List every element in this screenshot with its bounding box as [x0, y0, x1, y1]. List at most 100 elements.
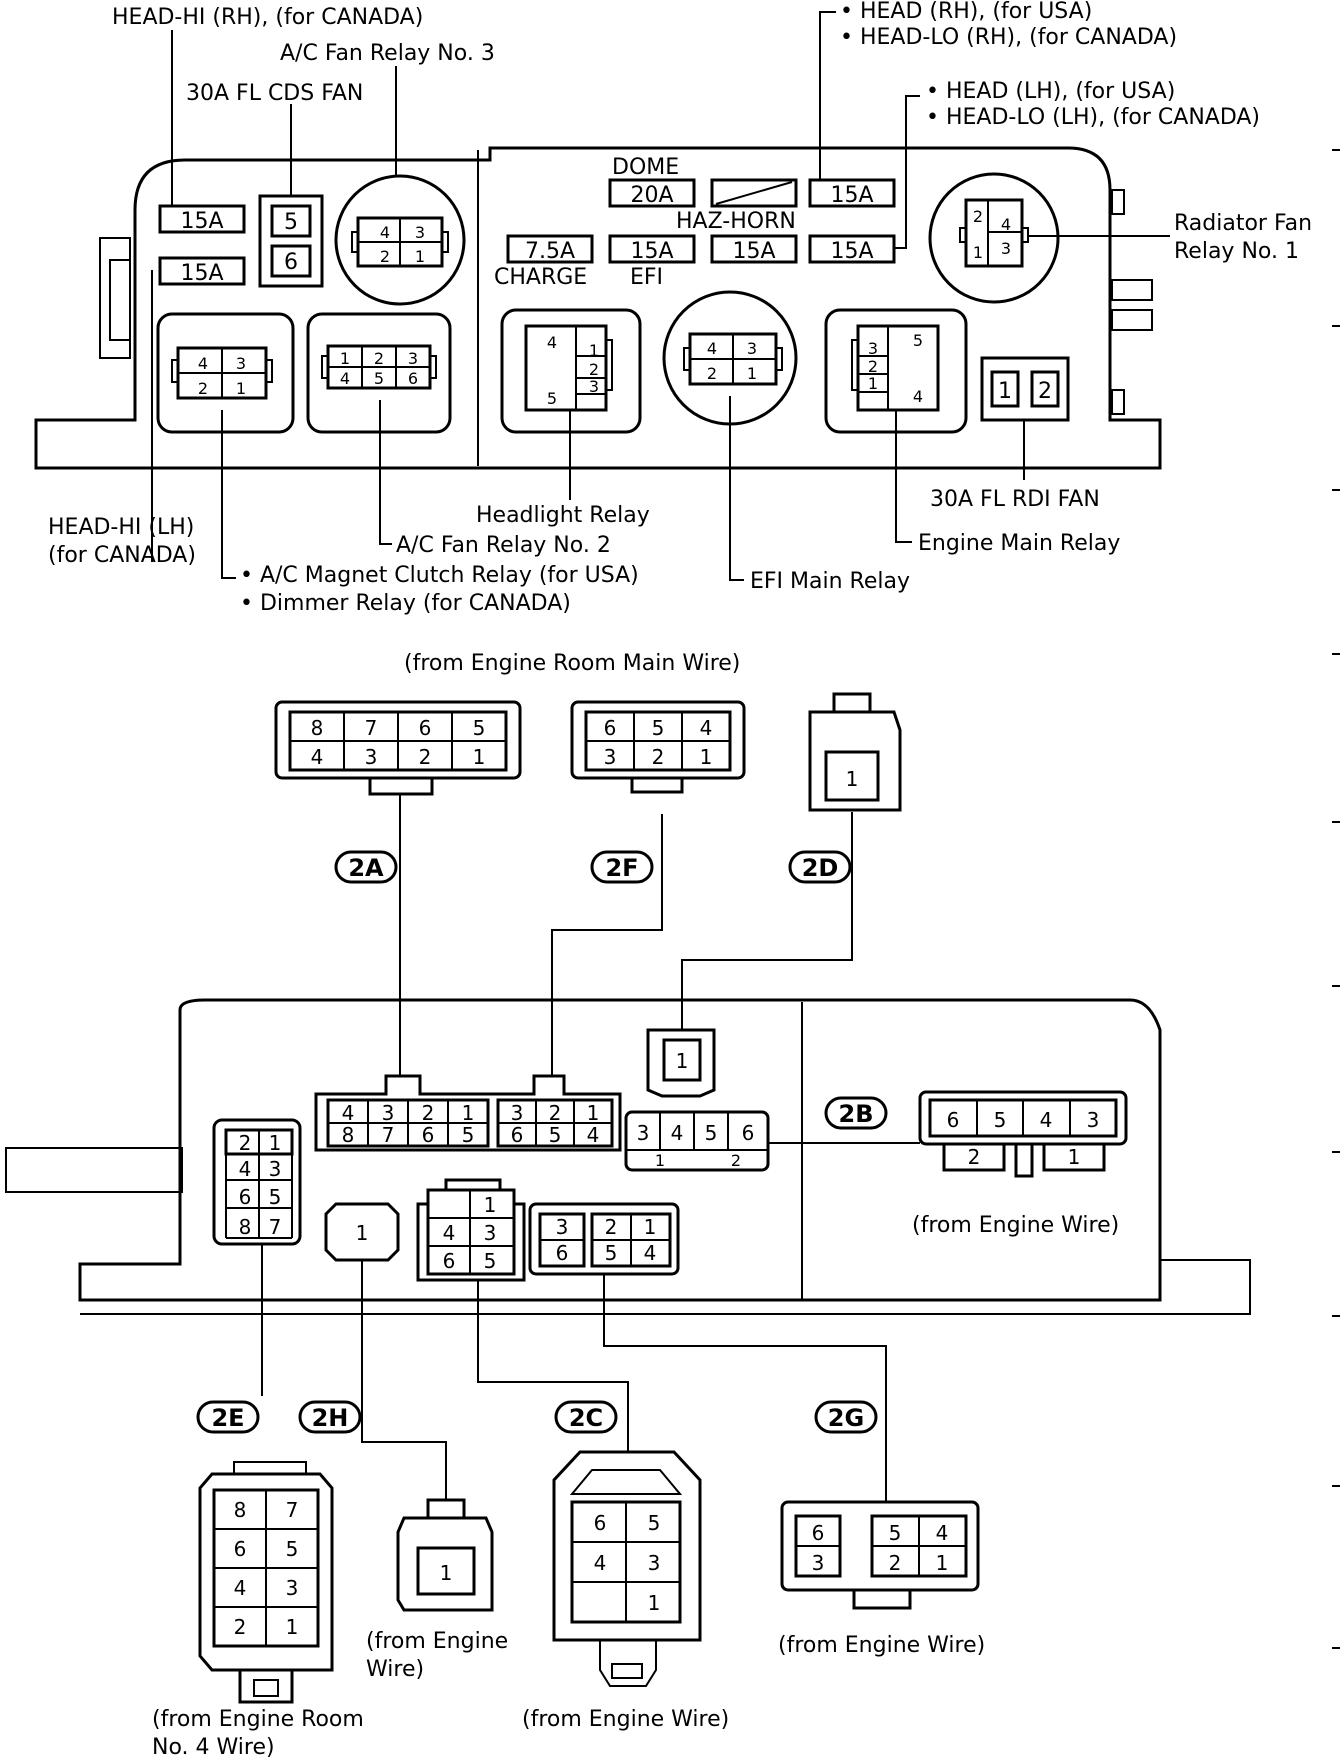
svg-text:7: 7 [286, 1498, 299, 1522]
svg-text:2F: 2F [605, 854, 638, 882]
svg-text:1: 1 [286, 1615, 299, 1639]
code-2b: 2B [824, 1096, 888, 1130]
upper-labels: HEAD-HI (RH), (for CANADA) A/C Fan Relay… [48, 0, 1312, 616]
svg-text:5: 5 [913, 331, 923, 350]
label-haz-horn: HAZ-HORN [676, 209, 796, 234]
svg-text:4: 4 [936, 1521, 949, 1545]
svg-text:5: 5 [286, 1537, 299, 1561]
upper-leader-lines [151, 11, 1170, 581]
svg-text:4: 4 [198, 354, 208, 373]
svg-text:3: 3 [382, 1101, 395, 1125]
fuse-spare [710, 178, 798, 208]
headlight-relay: 4 5 1 2 3 [500, 308, 642, 434]
label-charge: CHARGE [494, 265, 587, 290]
label-head-rh-usa: • HEAD (RH), (for USA) [840, 0, 1092, 24]
block-socket-2c: 1 4 3 6 5 [416, 1178, 526, 1282]
svg-text:6: 6 [511, 1123, 524, 1147]
svg-text:1: 1 [936, 1551, 949, 1575]
svg-text:3: 3 [637, 1121, 650, 1145]
label-2h-from-2: Wire) [366, 1657, 424, 1682]
svg-text:4: 4 [671, 1121, 684, 1145]
code-2a: 2A [334, 850, 398, 884]
svg-text:1: 1 [440, 1561, 453, 1585]
svg-text:2: 2 [868, 357, 878, 376]
svg-text:5: 5 [462, 1123, 475, 1147]
svg-text:1: 1 [269, 1131, 282, 1155]
svg-text:3: 3 [556, 1215, 569, 1239]
label-ac-fan-relay-2: A/C Fan Relay No. 2 [396, 533, 611, 558]
svg-text:2A: 2A [348, 854, 384, 882]
code-2h: 2H [298, 1400, 362, 1434]
svg-text:5: 5 [547, 389, 557, 408]
svg-text:4: 4 [594, 1551, 607, 1575]
svg-text:1: 1 [589, 341, 599, 360]
svg-text:1: 1 [1068, 1145, 1081, 1169]
svg-text:4: 4 [644, 1241, 657, 1265]
label-radiator-fan-1: Radiator Fan [1174, 211, 1312, 236]
svg-text:6: 6 [947, 1108, 960, 1132]
svg-text:2: 2 [374, 349, 384, 368]
svg-text:15A: 15A [180, 209, 223, 234]
svg-text:4: 4 [239, 1157, 252, 1181]
svg-text:1: 1 [846, 767, 859, 791]
label-head-lo-lh: • HEAD-LO (LH), (for CANADA) [926, 105, 1260, 130]
svg-text:2: 2 [239, 1131, 252, 1155]
label-rdi-fan: 30A FL RDI FAN [930, 487, 1100, 512]
svg-text:5: 5 [374, 369, 384, 388]
svg-text:2: 2 [422, 1101, 435, 1125]
block-socket-2d: 1 [646, 1028, 716, 1098]
svg-text:6: 6 [408, 369, 418, 388]
block-socket-2g: 3 6 2 1 5 4 [528, 1202, 680, 1276]
label-radiator-fan-2: Relay No. 1 [1174, 239, 1299, 264]
svg-text:2D: 2D [802, 854, 839, 882]
svg-text:6: 6 [556, 1241, 569, 1265]
svg-text:4: 4 [340, 369, 350, 388]
svg-text:3: 3 [1001, 239, 1011, 258]
label-2g-from-engine-wire: (from Engine Wire) [778, 1633, 985, 1658]
svg-text:2: 2 [549, 1101, 562, 1125]
svg-text:5: 5 [705, 1121, 718, 1145]
svg-text:3: 3 [812, 1551, 825, 1575]
svg-text:4: 4 [700, 716, 713, 740]
fuse-7-5a-charge: 7.5A [506, 234, 594, 264]
svg-text:6: 6 [604, 716, 617, 740]
connector-2g: 6 3 5 4 2 1 [780, 1500, 980, 1610]
connector-2b: 6 5 4 3 2 1 [918, 1090, 1128, 1178]
svg-text:2: 2 [234, 1615, 247, 1639]
svg-text:1: 1 [484, 1193, 497, 1217]
code-2e: 2E [196, 1400, 260, 1434]
svg-text:1: 1 [644, 1215, 657, 1239]
svg-text:3: 3 [747, 339, 757, 358]
svg-text:5: 5 [648, 1511, 661, 1535]
label-2h-from-1: (from Engine [366, 1629, 508, 1654]
engine-main-relay: 3 2 1 5 4 [824, 308, 968, 434]
label-efi: EFI [630, 265, 663, 290]
svg-text:4: 4 [707, 339, 717, 358]
svg-text:3: 3 [236, 354, 246, 373]
label-head-lo-rh: • HEAD-LO (RH), (for CANADA) [840, 25, 1177, 50]
fuse-20a-dome: 20A [608, 178, 696, 208]
code-2c: 2C [554, 1400, 618, 1434]
svg-text:5: 5 [549, 1123, 562, 1147]
svg-text:6: 6 [594, 1511, 607, 1535]
svg-text:4: 4 [587, 1123, 600, 1147]
svg-text:7: 7 [382, 1123, 395, 1147]
lower-leader-lines [261, 794, 920, 1502]
svg-text:20A: 20A [630, 183, 673, 208]
svg-text:3: 3 [589, 377, 599, 396]
svg-text:8: 8 [239, 1215, 252, 1239]
label-2c-from-engine-wire: (from Engine Wire) [522, 1707, 729, 1732]
efi-main-relay: 4 3 2 1 [662, 290, 798, 426]
radiator-fan-relay-1: 2 4 1 3 [928, 172, 1060, 304]
label-head-hi-rh: HEAD-HI (RH), (for CANADA) [112, 5, 423, 30]
label-2e-from-1: (from Engine Room [152, 1707, 364, 1732]
svg-text:5: 5 [473, 716, 486, 740]
svg-text:3: 3 [269, 1157, 282, 1181]
label-from-main-wire: (from Engine Room Main Wire) [404, 651, 740, 676]
connector-2c: 6 5 4 3 1 [552, 1450, 702, 1687]
margin-ticks [1332, 149, 1340, 1649]
svg-text:15A: 15A [180, 261, 223, 286]
label-efi-main-relay: EFI Main Relay [750, 569, 910, 594]
label-head-hi-lh-1: HEAD-HI (LH) [48, 515, 194, 540]
